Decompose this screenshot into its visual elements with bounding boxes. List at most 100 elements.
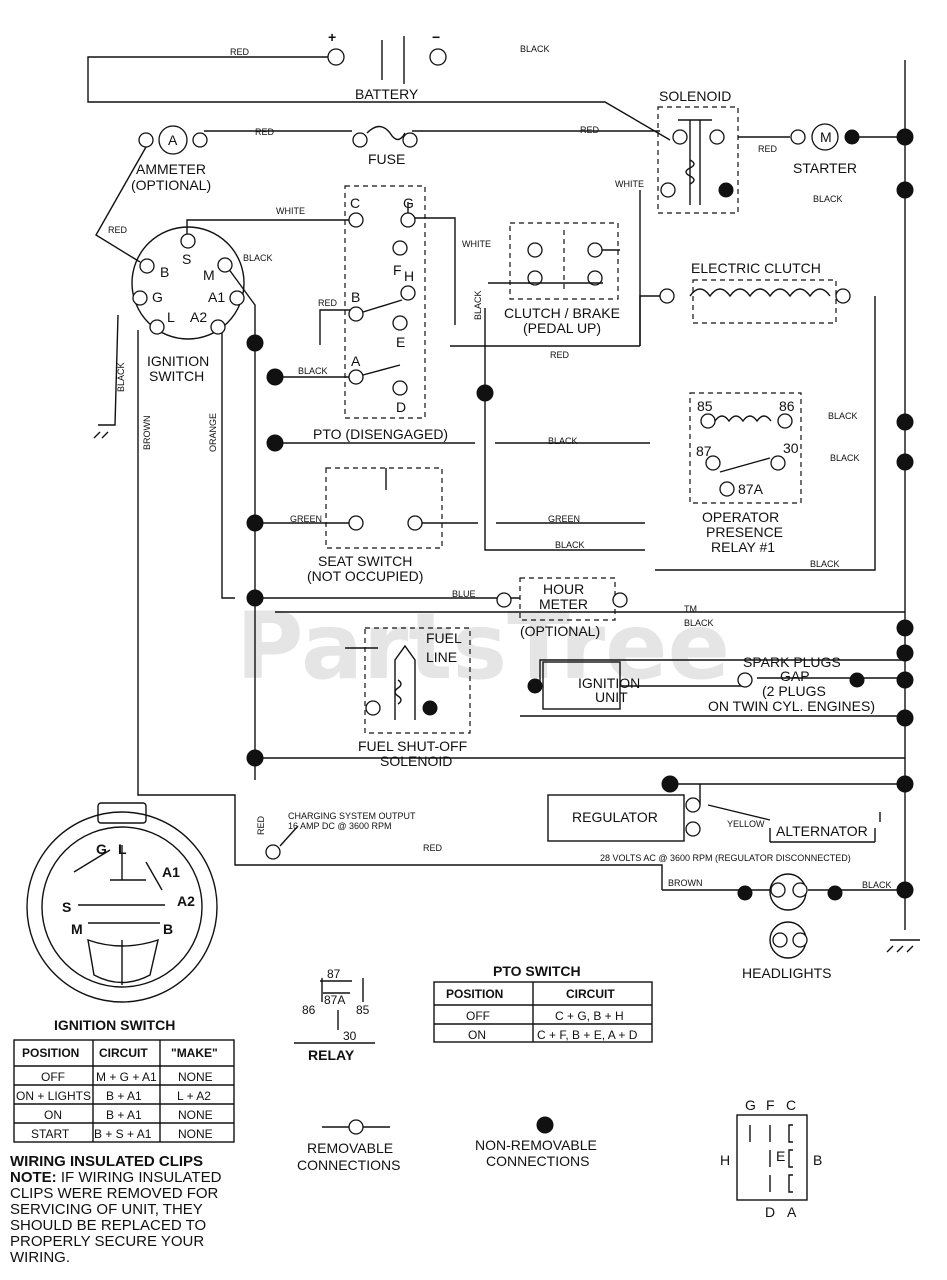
wire-black-10: BLACK	[684, 618, 714, 628]
wire-yellow-1: YELLOW	[727, 819, 765, 829]
ign-table-header-circuit: CIRCUIT	[99, 1046, 148, 1060]
wire-black-4: BLACK	[298, 366, 328, 376]
ignition-unit: IGNITION UNIT	[527, 661, 640, 710]
pto-terminal-a: A	[351, 353, 361, 369]
regulator: REGULATOR	[547, 794, 701, 842]
clutch-brake-switch: CLUTCH / BRAKE (PEDAL UP)	[504, 222, 620, 336]
pto-terminal-g: G	[403, 195, 414, 211]
spark-label-2: GAP	[780, 668, 810, 684]
wire-white-2: WHITE	[276, 206, 305, 216]
clutch-brake-label-2: (PEDAL UP)	[523, 320, 601, 336]
wire-black-1: BLACK	[520, 44, 550, 54]
charging-label-1: CHARGING SYSTEM OUTPUT	[288, 811, 416, 821]
ign-table-r1-make: NONE	[178, 1070, 213, 1084]
starter: M STARTER	[790, 123, 860, 176]
solenoid-label: SOLENOID	[659, 88, 731, 104]
relay-terminal-86: 86	[779, 398, 795, 414]
legend-nonremovable-2: CONNECTIONS	[486, 1153, 589, 1169]
ign-table-r3-make: NONE	[178, 1108, 213, 1122]
wire-red-3: RED	[580, 125, 600, 135]
ign-face-m: M	[71, 921, 83, 937]
wire-red-6: RED	[318, 298, 338, 308]
wire-black-3: BLACK	[243, 253, 273, 263]
wire-black-13: BLACK	[116, 362, 126, 392]
pto-switch-table: PTO SWITCH POSITION CIRCUIT OFF C + G, B…	[433, 963, 653, 1043]
wire-red-7: RED	[550, 350, 570, 360]
wire-green-1: GREEN	[290, 514, 322, 524]
ign-table-r4-make: NONE	[178, 1127, 213, 1141]
pto-terminal-c: C	[350, 195, 360, 211]
wire-orange-1: ORANGE	[208, 413, 218, 452]
relay-legend-85: 85	[356, 1003, 370, 1017]
hour-meter: HOUR METER (OPTIONAL)	[496, 577, 628, 639]
ign-table-r1-pos: OFF	[41, 1070, 65, 1084]
ign-switch-label-2: SWITCH	[149, 368, 204, 384]
wire-brown-2: BROWN	[142, 416, 152, 451]
ign-face-a1: A1	[162, 864, 180, 880]
operator-presence-relay: 85 86 87 30 87A OPERATOR PRESENCE RELAY …	[689, 392, 802, 555]
pto-table-row1-position: OFF	[466, 1009, 490, 1023]
relay-legend: 87 87A 86 85 30 RELAY	[294, 967, 375, 1063]
ign-table-r2-make: L + A2	[177, 1089, 211, 1103]
wire-green-2: GREEN	[548, 514, 580, 524]
ign-face-l: L	[118, 841, 127, 857]
ignition-unit-label-1: IGNITION	[578, 675, 640, 691]
pto-table-header-circuit: CIRCUIT	[566, 987, 615, 1001]
ign-face-s: S	[62, 899, 71, 915]
ign-table-r2-circ: B + A1	[106, 1089, 142, 1103]
ignition-switch-face: G L A1 A2 S M B	[26, 802, 218, 1003]
pto-face-h: H	[720, 1152, 730, 1168]
pto-terminal-h: H	[404, 268, 414, 284]
fuse-label: FUSE	[368, 151, 405, 167]
ign-terminal-s: S	[182, 251, 191, 267]
ign-face-b: B	[163, 921, 173, 937]
ign-face-g: G	[96, 841, 107, 857]
wire-color-labels: RED BLACK RED RED RED BLACK WHITE RED WH…	[108, 44, 892, 890]
pto-terminal-e: E	[396, 334, 405, 350]
clutch-brake-label-1: CLUTCH / BRAKE	[504, 305, 620, 321]
wire-black-2: BLACK	[813, 194, 843, 204]
relay-legend-87: 87	[327, 967, 341, 981]
fuel-line-label-1: FUEL	[426, 630, 462, 646]
pto-face-b: B	[813, 1152, 822, 1168]
seat-switch: SEAT SWITCH (NOT OCCUPIED)	[307, 467, 443, 584]
charging-label-2: 16 AMP DC @ 3600 RPM	[288, 821, 392, 831]
note-text: IF WIRING INSULATED CLIPS WERE REMOVED F…	[10, 1169, 222, 1266]
relay-legend-87a: 87A	[324, 993, 345, 1007]
wire-black-7: BLACK	[830, 453, 860, 463]
wires	[87, 56, 920, 953]
pto-label: PTO (DISENGAGED)	[313, 426, 448, 442]
wire-red-1: RED	[230, 47, 250, 57]
battery-plus: +	[328, 29, 336, 45]
ign-table-header-position: POSITION	[22, 1046, 79, 1060]
trademark: TM	[684, 604, 697, 614]
ign-table-r1-circ: M + G + A1	[96, 1070, 157, 1084]
wire-brown-1: BROWN	[668, 878, 703, 888]
pto-table-row2-circuit: C + F, B + E, A + D	[537, 1028, 638, 1042]
ign-table-title: IGNITION SWITCH	[54, 1017, 175, 1033]
note-label: NOTE:	[10, 1169, 57, 1186]
pto-switch-face: G F C H E B D A	[720, 1097, 822, 1220]
starter-label: STARTER	[793, 160, 857, 176]
battery: + − BATTERY	[327, 29, 447, 102]
alternator-spec: 28 VOLTS AC @ 3600 RPM (REGULATOR DISCON…	[600, 853, 851, 863]
ignition-unit-label-2: UNIT	[595, 689, 628, 705]
pto-face-g: G	[745, 1097, 756, 1113]
solenoid: SOLENOID	[657, 88, 739, 214]
electric-clutch: ELECTRIC CLUTCH	[659, 260, 851, 324]
electric-clutch-label: ELECTRIC CLUTCH	[691, 260, 821, 276]
wire-blue-1: BLUE	[452, 589, 476, 599]
spark-plugs: SPARK PLUGS GAP (2 PLUGS ON TWIN CYL. EN…	[708, 654, 875, 714]
hour-meter-label-2: METER	[539, 596, 588, 612]
charging-output: CHARGING SYSTEM OUTPUT 16 AMP DC @ 3600 …	[265, 811, 416, 860]
spark-label-3: (2 PLUGS	[762, 683, 826, 699]
ign-terminal-m: M	[203, 267, 215, 283]
alternator-label: ALTERNATOR	[776, 823, 868, 839]
fuel-line-label-2: LINE	[426, 649, 457, 665]
pto-switch: C G F H B E A D PTO (DISENGAGED)	[313, 185, 448, 442]
wiring-note: WIRING INSULATED CLIPS NOTE: IF WIRING I…	[10, 1154, 250, 1266]
ign-terminal-l: L	[167, 309, 175, 325]
wire-red-5: RED	[108, 225, 128, 235]
pto-table-header-position: POSITION	[446, 987, 503, 1001]
wire-black-11: BLACK	[862, 880, 892, 890]
